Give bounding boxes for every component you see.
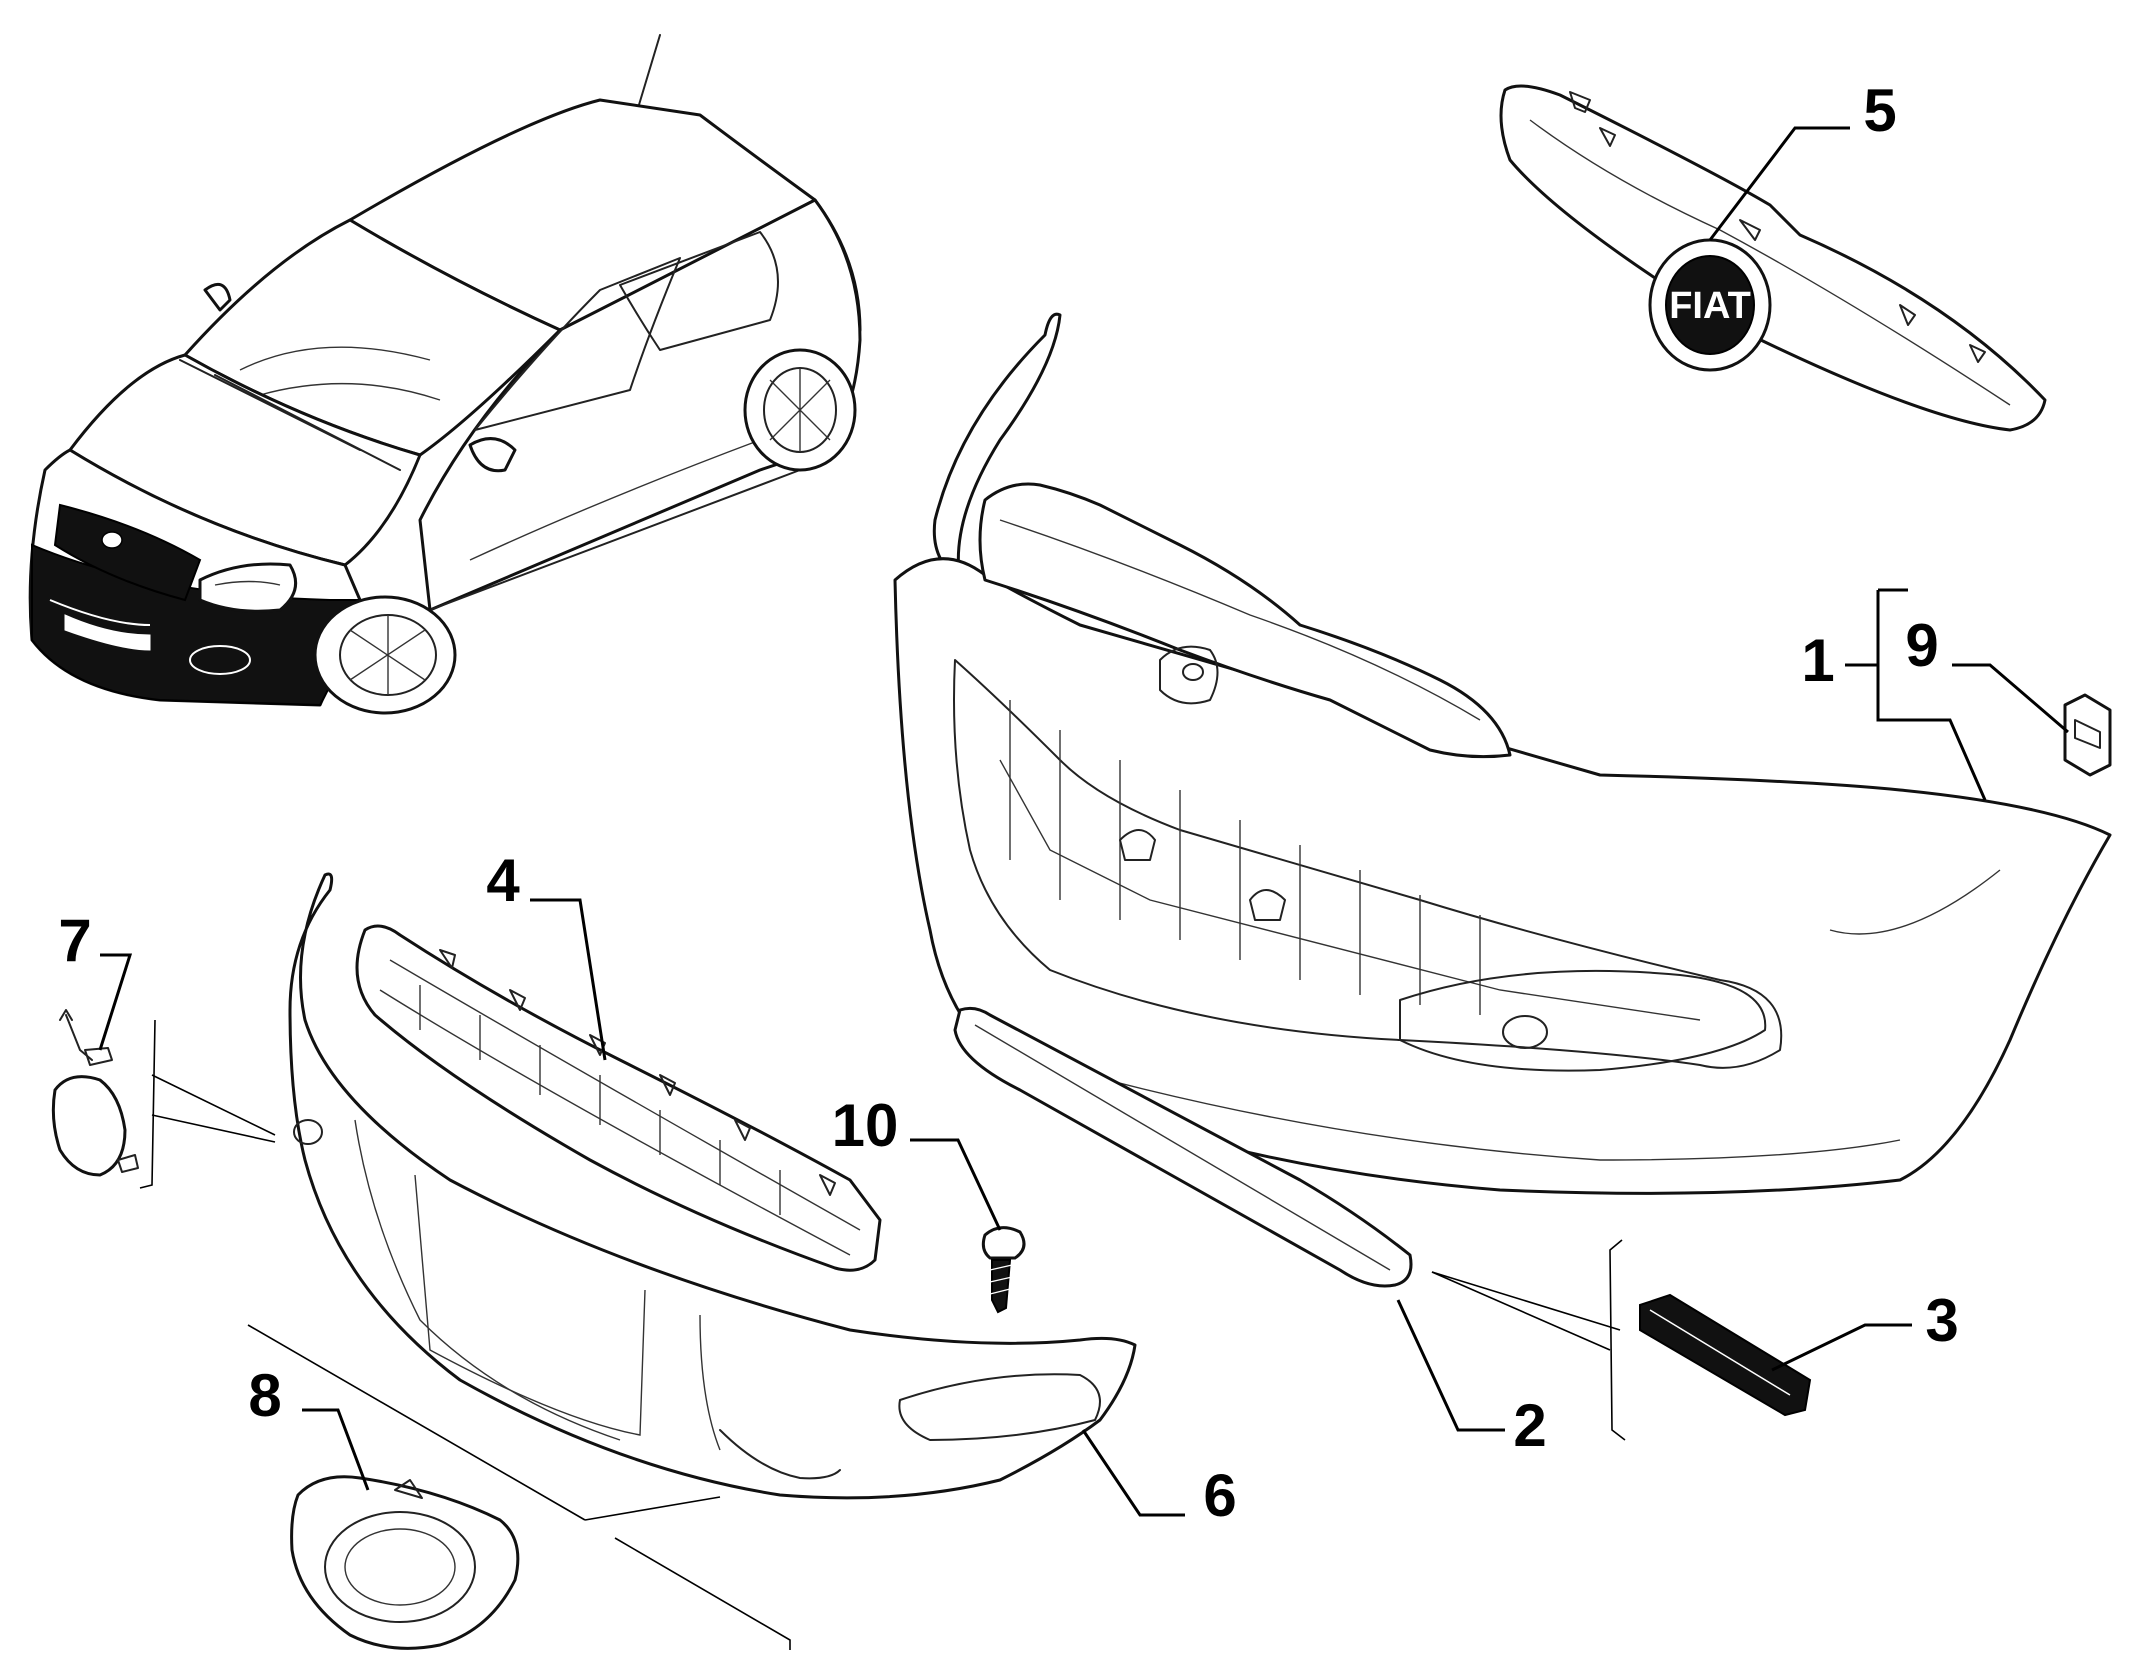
- callout-3: 3: [1925, 1287, 1958, 1354]
- callout-6: 6: [1203, 1462, 1236, 1529]
- upper-grille-part: FIAT: [1499, 84, 2047, 432]
- bumper-cover-part: [288, 872, 1137, 1500]
- lower-grille-part: [355, 924, 882, 1272]
- small-cap-part: [51, 1009, 139, 1177]
- car-overview: [28, 34, 862, 715]
- callout-9: 9: [1905, 612, 1938, 679]
- screw-part: [981, 1226, 1026, 1314]
- fiat-badge: FIAT: [1648, 238, 1772, 372]
- fog-bezel-part: [290, 1475, 520, 1650]
- front-bumper-part: [893, 312, 2112, 1195]
- clip-part: [2063, 693, 2112, 777]
- fiat-badge-text: FIAT: [1669, 285, 1751, 327]
- leader-lines: [98, 126, 2069, 1650]
- callout-7: 7: [58, 907, 91, 974]
- strip-part: [953, 1006, 1413, 1288]
- callout-2: 2: [1513, 1392, 1546, 1459]
- callout-10: 10: [832, 1092, 899, 1159]
- foam-pad-part: [1639, 1293, 1812, 1417]
- callout-labels: 1 2 3 4 5 6 7 8 9 10: [58, 77, 1958, 1529]
- callout-1: 1: [1801, 627, 1834, 694]
- callout-4: 4: [486, 847, 520, 914]
- callout-5: 5: [1863, 77, 1896, 144]
- callout-8: 8: [248, 1362, 281, 1429]
